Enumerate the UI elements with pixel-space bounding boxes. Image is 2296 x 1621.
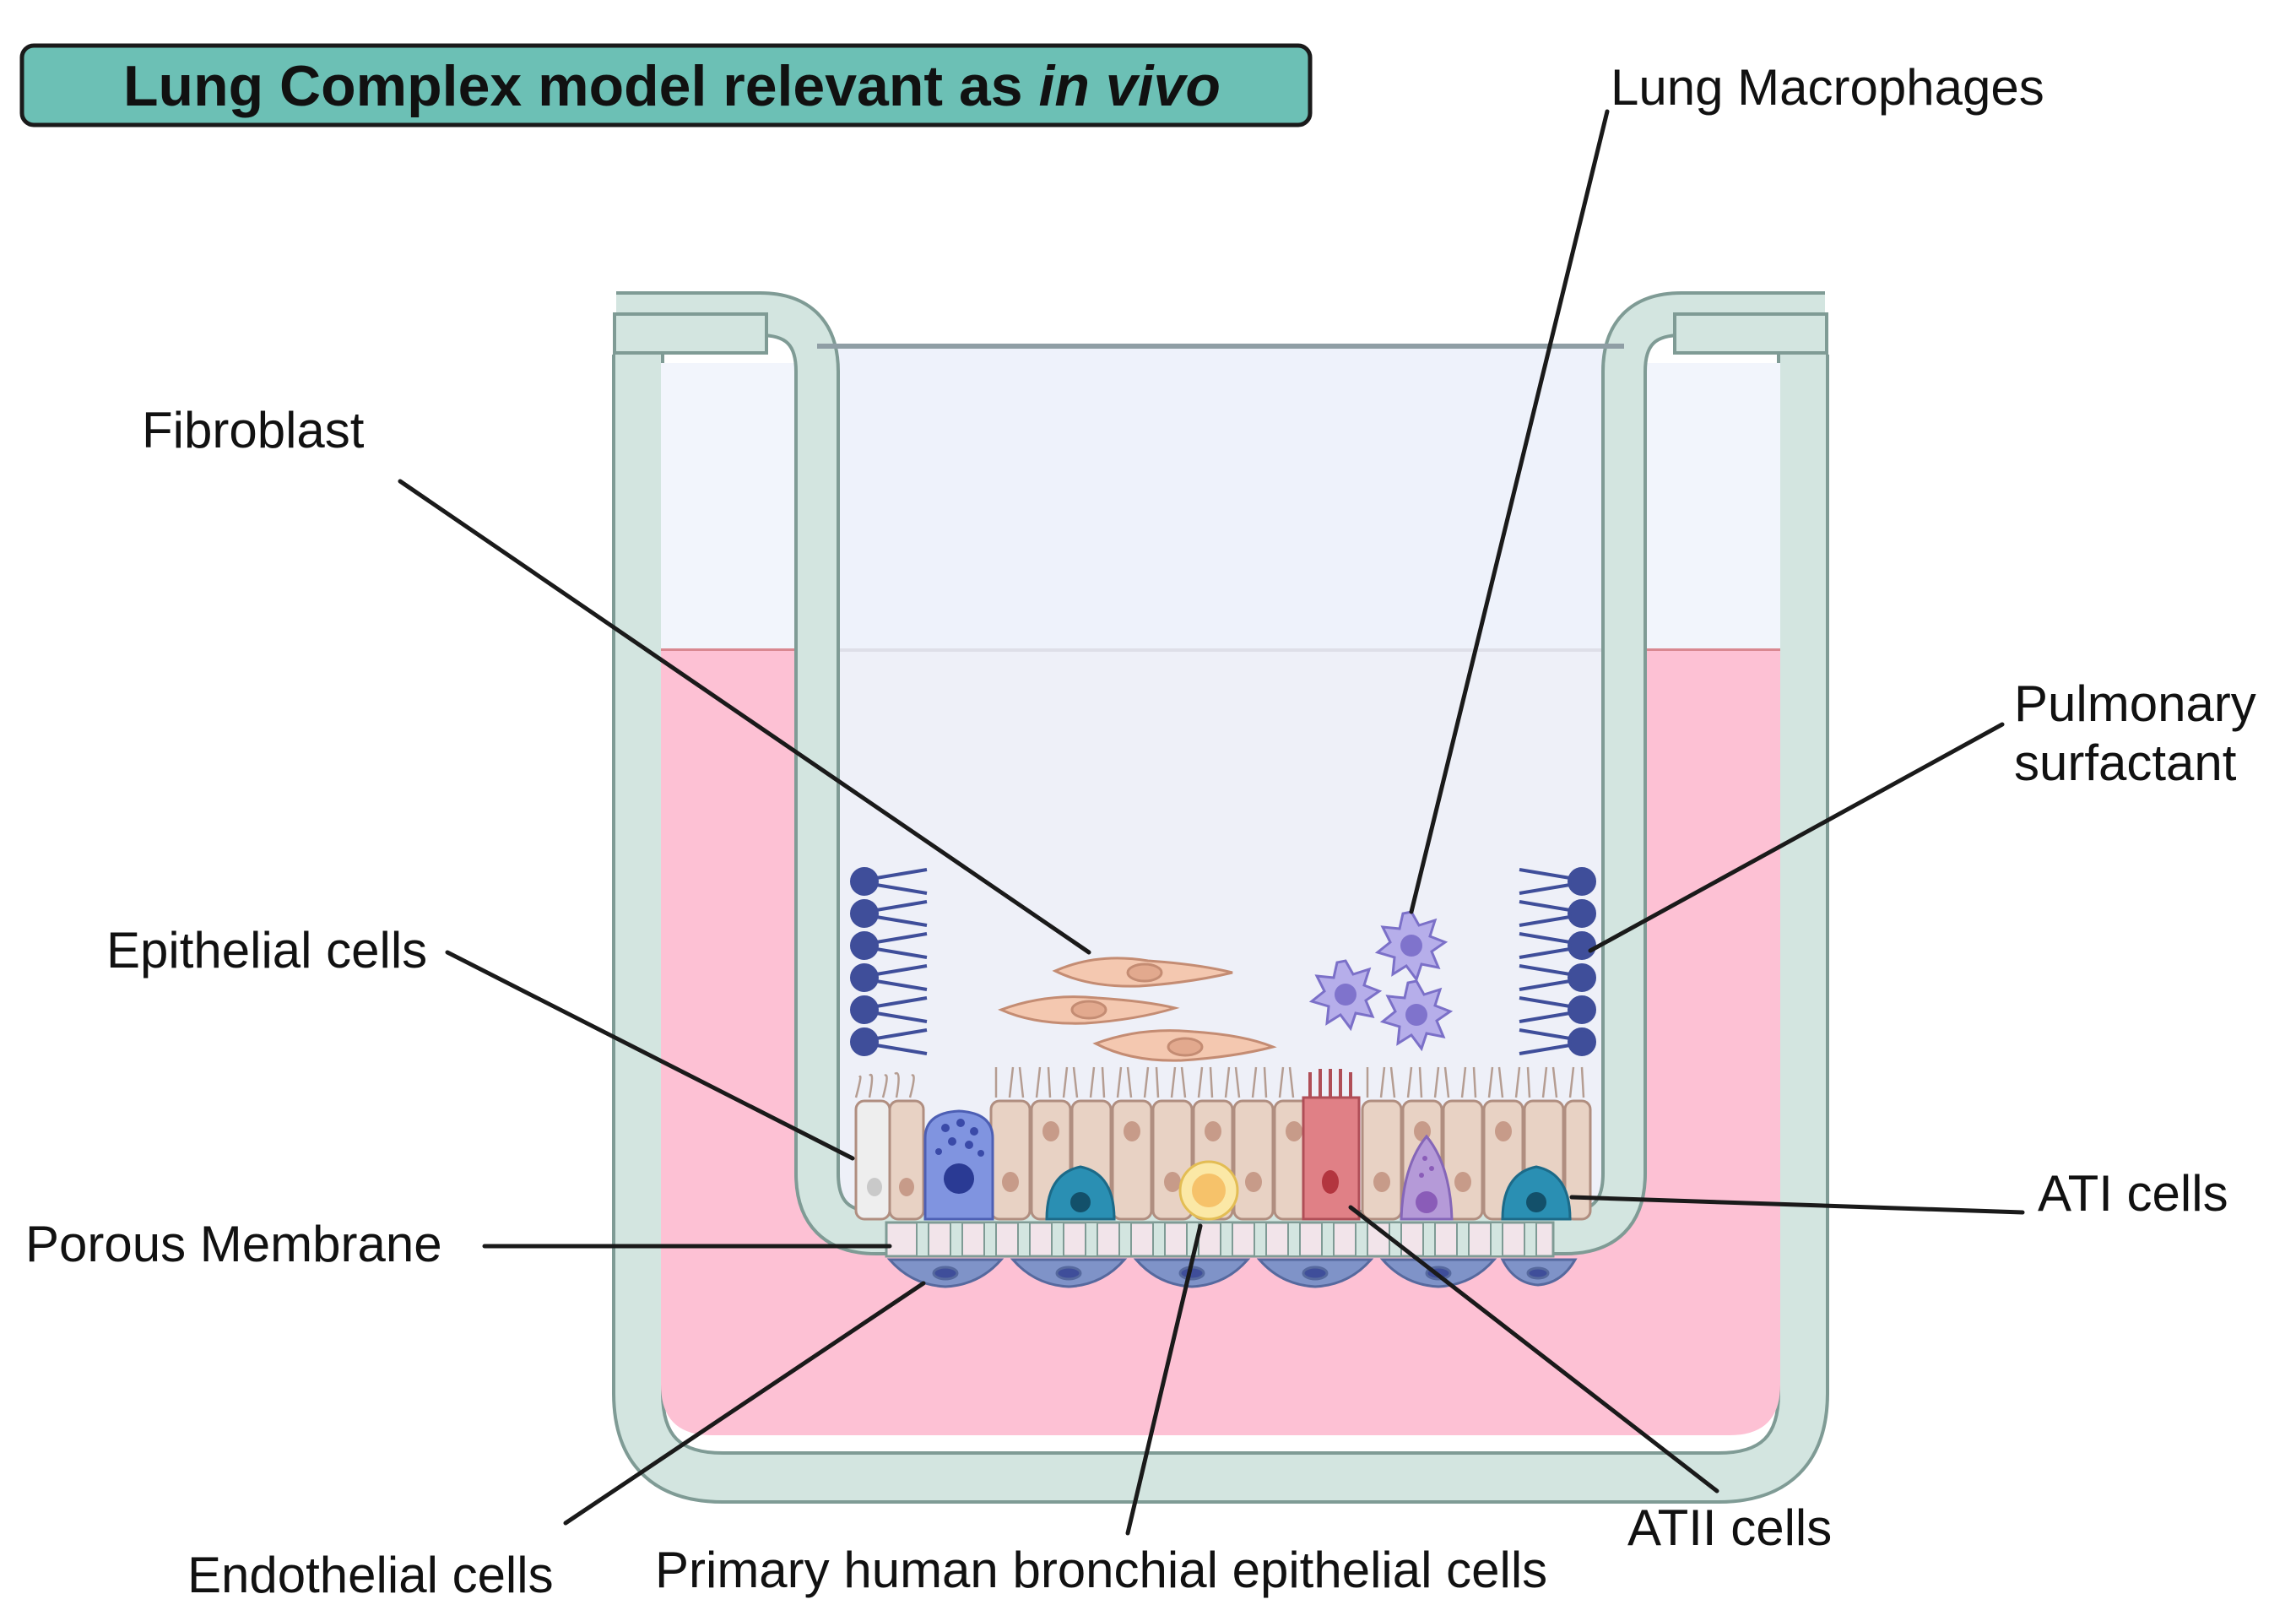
surfactant-right bbox=[1519, 867, 1596, 1056]
title-prefix: Lung Complex model relevant as bbox=[123, 54, 1038, 118]
label-endothelial-cells: Endothelial cells bbox=[187, 1547, 554, 1603]
label-ati-cells: ATI cells bbox=[2038, 1165, 2228, 1222]
endothelial-cell bbox=[1500, 1258, 1578, 1287]
title-italic: in vivo bbox=[1038, 54, 1220, 118]
surfactant-molecule bbox=[1519, 867, 1596, 896]
epithelial-cell bbox=[1232, 1099, 1275, 1221]
label-lung-macrophages: Lung Macrophages bbox=[1611, 59, 2044, 116]
fibroblasts bbox=[998, 957, 1277, 1062]
title-banner: Lung Complex model relevant as in vivo bbox=[19, 43, 1313, 127]
epithelial-cell bbox=[854, 1099, 891, 1221]
label-pulmonary-line1: Pulmonary bbox=[2014, 675, 2256, 732]
title-text: Lung Complex model relevant as in vivo bbox=[123, 54, 1221, 118]
label-fibroblast: Fibroblast bbox=[142, 402, 365, 458]
leader-lines bbox=[398, 109, 2025, 1536]
labels: Lung Macrophages Fibroblast Pulmonary su… bbox=[25, 59, 2256, 1603]
endothelial-cell bbox=[1010, 1258, 1128, 1288]
epithelial-cell bbox=[1361, 1099, 1403, 1221]
endothelial-layer bbox=[886, 1258, 1578, 1288]
epithelial-cell bbox=[989, 1099, 1032, 1221]
surfactant-molecule bbox=[850, 867, 928, 896]
label-primary-bronchial: Primary human bronchial epithelial cells bbox=[655, 1542, 1547, 1598]
leader-fibroblast bbox=[398, 479, 1091, 955]
atii-cell bbox=[1302, 1069, 1361, 1221]
surfactant-molecule bbox=[1519, 995, 1596, 1024]
epithelial-layer bbox=[854, 1066, 1592, 1221]
cell-culture-insert bbox=[613, 291, 1828, 1255]
leader-lung-macrophages bbox=[1409, 109, 1610, 914]
label-atii-cells: ATII cells bbox=[1627, 1499, 1832, 1556]
surfactant-molecule bbox=[850, 1027, 928, 1056]
fibroblast-cell bbox=[1052, 957, 1233, 988]
leader-atii-cells bbox=[1348, 1205, 1719, 1494]
surfactant-molecule bbox=[1519, 1027, 1596, 1056]
macrophages bbox=[1308, 910, 1454, 1052]
surfactant-molecule bbox=[1519, 963, 1596, 992]
surfactant-molecule bbox=[850, 899, 928, 928]
leader-ati-cells bbox=[1569, 1195, 2025, 1215]
epithelial-cell bbox=[888, 1099, 925, 1221]
porous-membrane bbox=[885, 1221, 1555, 1258]
surfactant-molecule bbox=[850, 963, 928, 992]
leader-endothelial-cells bbox=[563, 1281, 926, 1526]
epithelial-cell bbox=[1563, 1099, 1592, 1221]
surfactant-molecule bbox=[850, 995, 928, 1024]
macrophage-cell bbox=[1374, 910, 1449, 983]
fibroblast-cell bbox=[998, 995, 1180, 1025]
goblet-cell bbox=[923, 1109, 994, 1221]
fibroblast-cell bbox=[1092, 1029, 1277, 1062]
label-porous-membrane: Porous Membrane bbox=[25, 1216, 442, 1272]
ati-cell bbox=[1045, 1165, 1116, 1221]
label-epithelial-cells: Epithelial cells bbox=[106, 922, 427, 979]
epithelial-cell bbox=[1442, 1099, 1484, 1221]
surfactant-molecule bbox=[1519, 931, 1596, 960]
secretory-cell bbox=[1400, 1134, 1454, 1221]
macrophage-cell bbox=[1308, 959, 1383, 1032]
leader-epithelial-cells bbox=[445, 950, 855, 1161]
endothelial-cell bbox=[886, 1258, 1004, 1288]
leader-primary-bronchial bbox=[1125, 1223, 1203, 1536]
label-pulmonary-line2: surfactant bbox=[2014, 735, 2237, 791]
ati-cell bbox=[1501, 1165, 1572, 1221]
macrophage-cell bbox=[1379, 979, 1454, 1052]
leader-pulmonary-surfactant bbox=[1588, 722, 2005, 953]
endothelial-cell bbox=[1256, 1258, 1374, 1288]
epithelial-cell bbox=[1111, 1099, 1153, 1221]
surfactant-left bbox=[850, 867, 928, 1056]
surfactant-molecule bbox=[850, 931, 928, 960]
surfactant-molecule bbox=[1519, 899, 1596, 928]
endothelial-cell bbox=[1133, 1258, 1251, 1288]
basal-cell bbox=[1178, 1160, 1239, 1221]
